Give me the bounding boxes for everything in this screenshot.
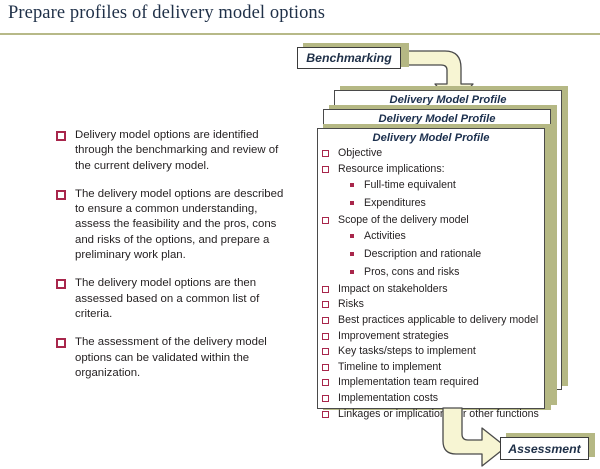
list-item-text: Expenditures xyxy=(364,196,426,209)
list-item-text: Best practices applicable to delivery mo… xyxy=(338,313,539,326)
square-bullet-icon xyxy=(322,165,329,173)
list-item-text: The delivery model options are described… xyxy=(75,187,284,262)
list-item: Resource implications: xyxy=(318,162,544,178)
list-item-text: Activities xyxy=(364,230,406,243)
square-bullet-icon xyxy=(56,131,66,141)
square-bullet-icon xyxy=(322,348,329,356)
list-item: The delivery model options are described… xyxy=(56,187,291,263)
square-bullet-icon xyxy=(350,252,354,257)
square-bullet-icon xyxy=(322,150,329,157)
square-bullet-icon xyxy=(56,338,66,349)
square-bullet-icon xyxy=(322,285,329,293)
list-item-text: Linkages or implications for other funct… xyxy=(338,407,539,420)
square-bullet-icon xyxy=(56,279,66,290)
profile-card-middle-title: Delivery Model Profile xyxy=(378,113,496,125)
square-bullet-icon xyxy=(322,316,329,324)
square-bullet-icon xyxy=(322,363,329,371)
list-item: Improvement strategies xyxy=(318,329,544,345)
list-item-text: Delivery model options are identified th… xyxy=(75,129,279,172)
list-item: The assessment of the delivery model opt… xyxy=(56,335,291,381)
list-item: Best practices applicable to delivery mo… xyxy=(318,313,544,329)
square-bullet-icon xyxy=(350,200,354,205)
square-bullet-icon xyxy=(350,234,354,239)
list-item: Impact on stakeholders xyxy=(318,282,544,298)
benchmarking-label: Benchmarking xyxy=(306,51,392,65)
list-item-text: The delivery model options are then asse… xyxy=(75,277,260,320)
list-item: Scope of the delivery model xyxy=(318,213,544,229)
list-item-text: Timeline to implement xyxy=(338,360,442,373)
list-item: Expenditures xyxy=(318,195,544,213)
square-bullet-icon xyxy=(322,394,329,402)
benchmarking-box: Benchmarking xyxy=(297,47,401,69)
square-bullet-icon xyxy=(322,216,329,224)
profile-card-front: Delivery Model Profile Objective Resourc… xyxy=(317,128,545,420)
list-item: Risks xyxy=(318,297,544,313)
left-bullet-list: Delivery model options are identified th… xyxy=(56,128,291,381)
list-item-text: Scope of the delivery model xyxy=(338,213,469,226)
list-item-text: Impact on stakeholders xyxy=(338,282,448,295)
list-item-text: Improvement strategies xyxy=(338,329,449,342)
list-item: Full-time equivalent xyxy=(318,177,544,195)
list-item: Linkages or implications for other funct… xyxy=(318,407,544,423)
list-item: The delivery model options are then asse… xyxy=(56,276,291,322)
list-item-text: Resource implications: xyxy=(338,162,445,175)
profile-card-back-title: Delivery Model Profile xyxy=(389,94,507,106)
profile-item-list: Objective Resource implications: Full-ti… xyxy=(318,146,544,422)
arrow-profile-to-assessment-icon xyxy=(442,407,507,467)
list-item: Timeline to implement xyxy=(318,360,544,376)
list-item: Key tasks/steps to implement xyxy=(318,344,544,360)
list-item-text: Pros, cons and risks xyxy=(364,265,460,278)
list-item: Activities xyxy=(318,228,544,246)
list-item: Objective xyxy=(318,146,544,162)
list-item: Pros, cons and risks xyxy=(318,264,544,282)
list-item-text: Key tasks/steps to implement xyxy=(338,345,476,358)
square-bullet-icon xyxy=(56,189,66,200)
list-item: Implementation costs xyxy=(318,391,544,407)
list-item-text: Objective xyxy=(338,147,383,159)
profile-card-front-title: Delivery Model Profile xyxy=(372,132,490,144)
list-item-text: Implementation team required xyxy=(338,376,479,389)
square-bullet-icon xyxy=(322,301,329,309)
square-bullet-icon xyxy=(350,183,354,188)
list-item: Delivery model options are identified th… xyxy=(56,128,291,174)
list-item-text: Full-time equivalent xyxy=(364,179,456,192)
list-item: Description and rationale xyxy=(318,246,544,264)
title-divider xyxy=(0,33,600,35)
square-bullet-icon xyxy=(322,332,329,340)
square-bullet-icon xyxy=(322,379,329,387)
list-item-text: The assessment of the delivery model opt… xyxy=(75,336,267,379)
assessment-box: Assessment xyxy=(500,437,589,460)
square-bullet-icon xyxy=(322,410,329,418)
page-title: Prepare profiles of delivery model optio… xyxy=(8,3,326,23)
square-bullet-icon xyxy=(350,269,354,274)
list-item-text: Risks xyxy=(338,298,364,311)
list-item: Implementation team required xyxy=(318,375,544,391)
list-item-text: Implementation costs xyxy=(338,391,439,404)
assessment-label: Assessment xyxy=(508,441,581,456)
list-item-text: Description and rationale xyxy=(364,248,482,261)
